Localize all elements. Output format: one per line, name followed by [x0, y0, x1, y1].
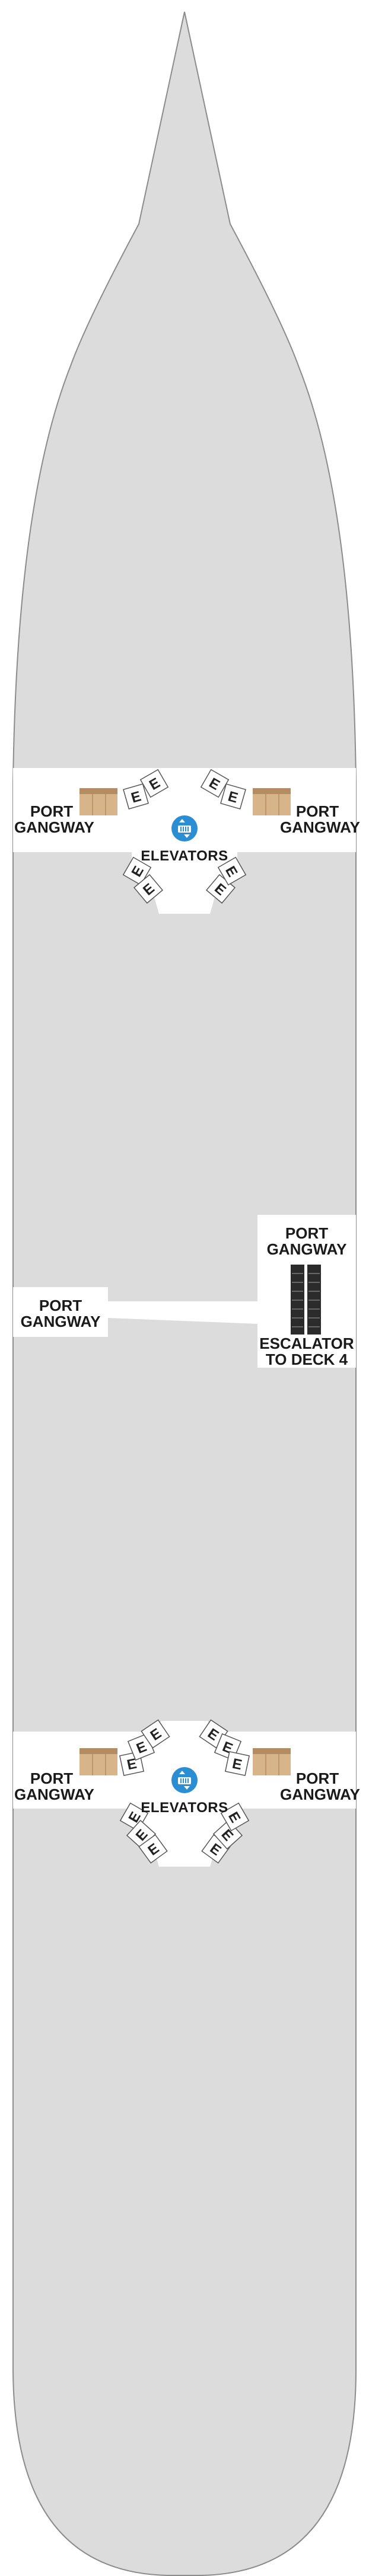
crate-icon	[253, 788, 291, 815]
elevator-car: E	[133, 873, 164, 904]
escalator-icon	[291, 1265, 321, 1335]
elevator-car: E	[205, 873, 236, 904]
mid-gangway-corridor	[108, 1301, 257, 1324]
elevator-car: E	[139, 769, 169, 798]
escalator-label: ESCALATOR TO DECK 4	[259, 1335, 354, 1368]
mid-port-gangway-right-area	[257, 1215, 356, 1368]
svg-text:E: E	[126, 1756, 138, 1774]
crate-icon	[79, 788, 117, 815]
aft-elevator-bank: E E E E E E E E E E E E	[119, 1719, 250, 1864]
fwd-port-gangway-left-label: PORT GANGWAY	[14, 802, 94, 836]
elevator-car: E	[138, 1834, 168, 1864]
elevator-car: E	[217, 856, 247, 886]
forward-elevator-bank: E E E E E E E E	[122, 769, 247, 904]
crate-icon	[253, 1748, 291, 1775]
aft-port-gangway-left-label: PORT GANGWAY	[14, 1769, 94, 1803]
svg-text:E: E	[129, 788, 143, 806]
svg-text:E: E	[226, 788, 240, 806]
elevator-car: E	[224, 1751, 250, 1777]
elevator-car: E	[220, 783, 246, 809]
mid-port-gangway-right-label: PORT GANGWAY	[266, 1224, 347, 1258]
elevator-icon	[171, 815, 198, 841]
ship-hull	[12, 11, 357, 2576]
elevator-car: E	[122, 856, 152, 886]
aft-port-gangway-right-label: PORT GANGWAY	[280, 1769, 360, 1803]
aft-elevators-label: ELEVATORS	[141, 1800, 228, 1816]
svg-text:E: E	[231, 1756, 243, 1774]
elevator-car: E	[200, 769, 230, 798]
elevator-icon	[171, 1767, 198, 1793]
crate-icon	[79, 1748, 117, 1775]
mid-port-gangway-left-area	[13, 1287, 108, 1337]
elevator-car: E	[220, 1802, 250, 1832]
mid-port-gangway-left-label: PORT GANGWAY	[20, 1297, 101, 1330]
fwd-elevators-label: ELEVATORS	[141, 848, 228, 864]
elevator-car: E	[123, 783, 149, 809]
aft-elevator-lobby	[132, 1721, 237, 1867]
elevator-car: E	[141, 1719, 170, 1749]
fwd-port-gangway-right-label: PORT GANGWAY	[280, 802, 360, 836]
